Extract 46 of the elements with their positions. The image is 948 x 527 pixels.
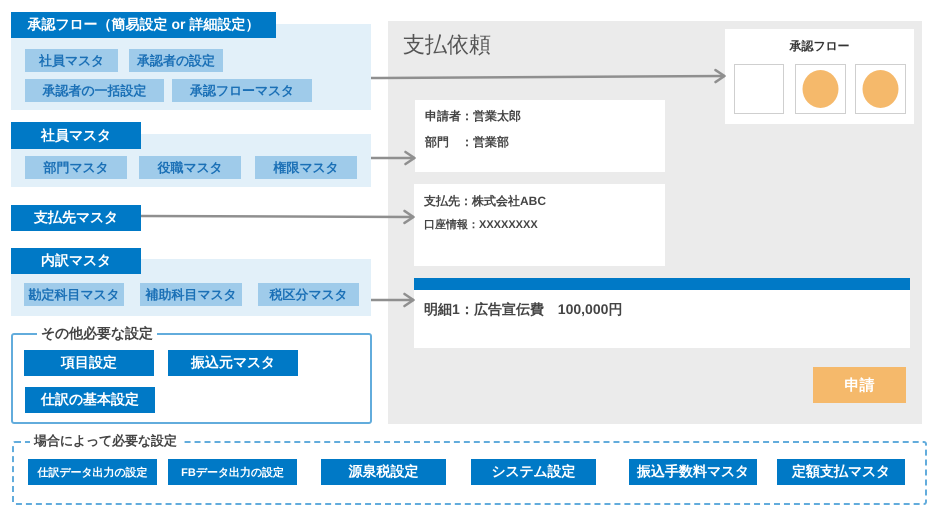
- heading-tab: 社員マスタ: [11, 122, 141, 149]
- setting-box: 定額支払マスタ: [777, 459, 905, 485]
- setting-tag: 権限マスタ: [255, 156, 357, 179]
- setting-tag: 承認者の設定: [129, 49, 223, 72]
- field-text: 口座情報：XXXXXXXX: [424, 218, 538, 233]
- setting-tag: 社員マスタ: [25, 49, 118, 72]
- card-heading: 承認フロー: [788, 38, 850, 54]
- setting-tag: 承認者の一括設定: [25, 79, 164, 102]
- setting-box: 振込手数料マスタ: [629, 459, 757, 485]
- settings-panel: [11, 248, 371, 316]
- info-card: [415, 100, 665, 172]
- info-card: [414, 184, 665, 266]
- setting-box: 項目設定: [24, 350, 154, 376]
- heading-tab: 承認フロー（簡易設定 or 詳細設定）: [11, 12, 276, 38]
- heading-tab: 内訳マスタ: [11, 248, 141, 274]
- field-text: 支払先：株式会社ABC: [424, 193, 546, 209]
- setting-tag: 部門マスタ: [25, 156, 127, 179]
- approval-card: [725, 29, 914, 124]
- setting-tag: 承認フローマスタ: [172, 79, 312, 102]
- setting-tag: 役職マスタ: [139, 156, 241, 179]
- setting-box: システム設定: [471, 459, 596, 485]
- line-item-card: 明細1：広告宣伝費 100,000円: [414, 278, 910, 348]
- setting-box: 支払先マスタ: [11, 205, 141, 231]
- submit-button: 申請: [813, 367, 906, 403]
- field-text: 申請者：営業太郎: [425, 108, 521, 124]
- setting-tag: 税区分マスタ: [258, 283, 359, 306]
- setting-box: 仕訳データ出力の設定: [28, 459, 157, 485]
- arrow: [371, 150, 416, 166]
- arrow: [371, 68, 726, 84]
- arrow: [371, 292, 415, 308]
- setting-tag: 補助科目マスタ: [140, 283, 242, 306]
- setting-box: FBデータ出力の設定: [168, 459, 297, 485]
- group-heading: その他必要な設定: [37, 325, 157, 341]
- arrow: [141, 210, 415, 224]
- form-title: 支払依頼: [403, 32, 491, 58]
- group-frame: [11, 325, 372, 424]
- setting-box: 仕訳の基本設定: [25, 387, 155, 413]
- settings-panel: [11, 122, 371, 187]
- form-panel: [388, 21, 922, 424]
- setting-box: 振込元マスタ: [168, 350, 298, 376]
- group-heading: 場合によって必要な設定: [30, 432, 181, 450]
- field-text: 部門 ：営業部: [425, 134, 509, 150]
- setting-box: 源泉税設定: [321, 459, 446, 485]
- group-frame: [12, 432, 927, 505]
- setting-tag: 勘定科目マスタ: [24, 283, 124, 306]
- settings-panel: [11, 12, 371, 110]
